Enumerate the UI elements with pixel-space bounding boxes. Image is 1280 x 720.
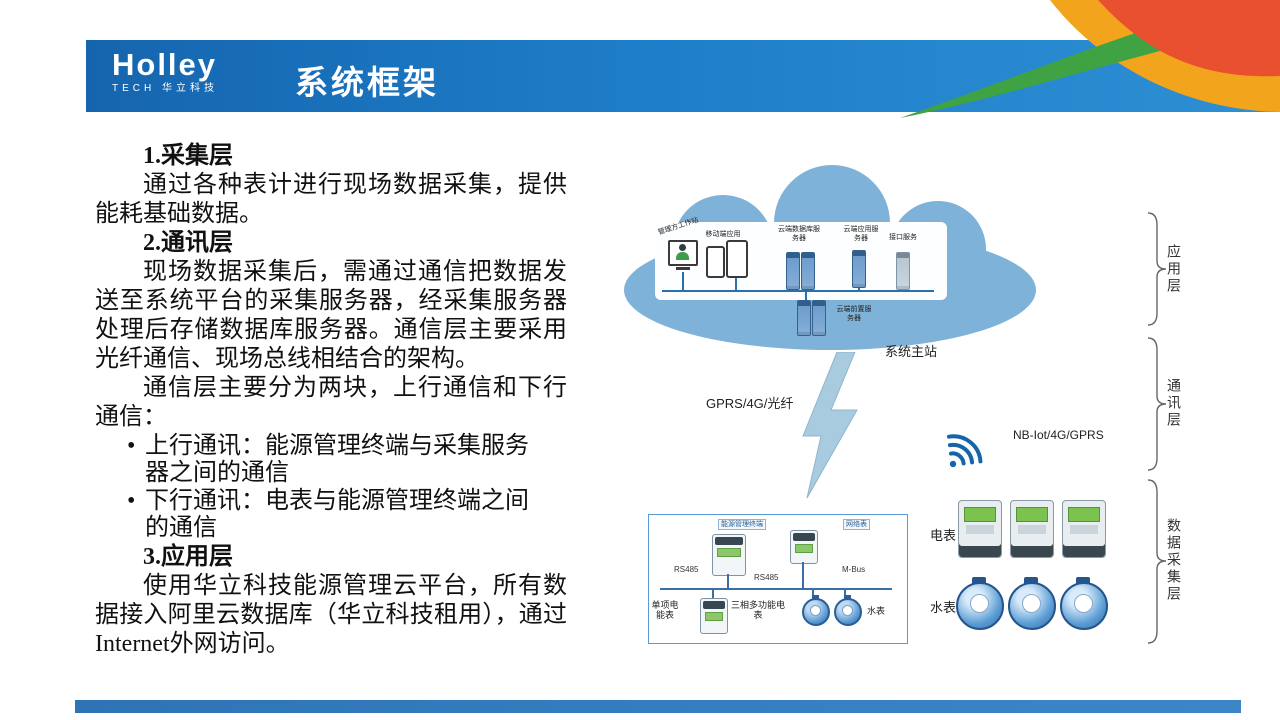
layer-label-data-collection: 数据采集层 xyxy=(1166,518,1182,603)
logo-brand: Holley xyxy=(112,47,218,82)
para-communication-1: 现场数据采集后，需通过通信把数据发送至系统平台的采集服务器，经采集服务器处理后存… xyxy=(95,259,567,372)
lightning-icon xyxy=(802,352,858,499)
layer-bracket xyxy=(1147,337,1167,471)
para-application: 使用华立科技能源管理云平台，所有数据接入阿里云数据库（华立科技租用），通过Int… xyxy=(95,573,567,657)
heading-collection-layer: 1.采集层 xyxy=(143,143,233,169)
mbus-label: M-Bus xyxy=(842,565,866,574)
page-title: 系统框架 xyxy=(295,64,439,101)
app-server-label: 云端应用服务器 xyxy=(843,226,879,242)
meter-icon xyxy=(790,530,818,564)
heading-communication-layer: 2.通讯层 xyxy=(143,230,233,256)
connector-line xyxy=(727,574,729,589)
water-meter-icon xyxy=(1060,577,1108,630)
meter-icon xyxy=(712,534,746,576)
para-communication-2: 通信层主要分为两块，上行通信和下行通信： xyxy=(95,375,567,430)
connector-line xyxy=(712,590,714,598)
three-phase-label: 三相多功能电表 xyxy=(730,600,785,620)
connector-line xyxy=(844,590,846,598)
terminal-box xyxy=(648,514,908,644)
server-icon xyxy=(797,300,811,336)
rs485-label: RS485 xyxy=(754,573,779,582)
meter-icon xyxy=(700,598,728,634)
network-meter-label: 网络表 xyxy=(843,519,870,530)
header-banner xyxy=(86,40,1280,112)
para-collection: 通过各种表计进行现场数据采集，提供能耗基础数据。 xyxy=(95,172,567,227)
server-icon xyxy=(786,252,800,290)
bullet-downlink: 下行通讯：电表与能源管理终端之间的通信 xyxy=(125,488,537,542)
water-meter-icon xyxy=(834,595,862,626)
connector-line xyxy=(802,562,804,589)
electric-meter-icon xyxy=(1010,500,1054,558)
water-meter-icon xyxy=(956,577,1004,630)
water-meter-icon xyxy=(1008,577,1056,630)
water-meter-group-label: 水表 xyxy=(930,600,957,615)
mobile-label: 移动端应用 xyxy=(705,231,741,238)
connector-line xyxy=(812,590,814,598)
connector-line xyxy=(682,272,684,290)
front-server-label: 云端前置服务器 xyxy=(836,306,872,322)
layer-bracket xyxy=(1147,479,1167,644)
layer-brackets xyxy=(1147,212,1167,644)
wifi-icon xyxy=(946,434,983,468)
workstation-icon xyxy=(668,240,698,270)
wireless-label: NB-Iot/4G/GPRS xyxy=(1013,428,1104,442)
logo-subtitle: TECH 华立科技 xyxy=(112,83,218,94)
server-icon xyxy=(896,252,910,290)
gateway-label: 能源管理终端 xyxy=(718,519,766,530)
connector-line xyxy=(735,276,737,290)
electric-meter-icon xyxy=(1062,500,1106,558)
cloud-bus-line xyxy=(662,290,934,292)
header-decoration xyxy=(900,0,1280,118)
server-icon xyxy=(801,252,815,290)
bullet-list: 上行通讯：能源管理终端与采集服务器之间的通信 下行通讯：电表与能源管理终端之间的… xyxy=(125,433,537,542)
main-station-label: 系统主站 xyxy=(885,344,938,359)
single-phase-label: 单项电能表 xyxy=(651,600,679,620)
lightning-label: GPRS/4G/光纤 xyxy=(706,396,794,411)
electric-meter-icon xyxy=(958,500,1002,558)
db-server-label: 云端数据库服务器 xyxy=(778,226,820,242)
server-icon xyxy=(812,300,826,336)
interface-label: 接口服务 xyxy=(889,234,917,241)
layer-label-application: 应用层 xyxy=(1166,244,1182,295)
layer-bracket xyxy=(1147,212,1167,326)
server-icon xyxy=(852,250,866,288)
phone-icon xyxy=(726,240,748,278)
terminal-bus-line xyxy=(660,588,892,590)
bullet-uplink: 上行通讯：能源管理终端与采集服务器之间的通信 xyxy=(125,433,537,487)
phone-icon xyxy=(706,246,725,278)
bottom-bar xyxy=(75,700,1241,713)
body-text: 1.采集层 通过各种表计进行现场数据采集，提供能耗基础数据。 2.通讯层 现场数… xyxy=(95,142,567,659)
logo: Holley TECH 华立科技 xyxy=(112,49,218,94)
red-swoosh xyxy=(1098,0,1280,77)
rs485-label: RS485 xyxy=(674,565,699,574)
connector-line xyxy=(805,292,807,301)
layer-label-communication: 通讯层 xyxy=(1166,378,1182,429)
water-meter-icon xyxy=(802,595,830,626)
water-small-label: 水表 xyxy=(866,606,885,616)
electric-meter-group-label: 电表 xyxy=(930,528,957,543)
heading-application-layer: 3.应用层 xyxy=(143,544,233,570)
